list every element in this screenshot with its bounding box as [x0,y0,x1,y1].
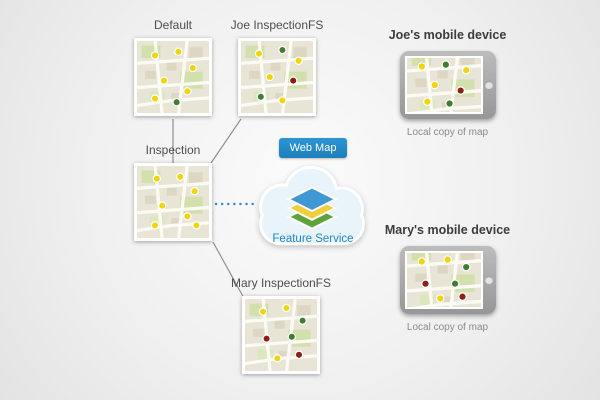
node-joe-inspectionfs: Joe InspectionFS [222,18,332,116]
node-mary-inspectionfs-label: Mary InspectionFS [230,276,332,290]
tablet-joe [399,51,496,119]
node-inspection-label: Inspection [145,143,201,157]
web-map-cloud-group: Web Map Feature Service [248,138,378,258]
home-button-icon [484,276,493,284]
map-thumbnail-mary-inspectionfs [242,296,320,374]
device-mary-title: Mary's mobile device [384,223,511,237]
feature-service-label: Feature Service [272,233,354,245]
node-default: Default [118,18,228,116]
device-group-joe: Joe's mobile device Local copy of map [385,28,510,138]
node-mary-inspectionfs: Mary InspectionFS [226,276,336,374]
map-thumbnail-mary-device [407,253,481,307]
node-inspection: Inspection [118,143,228,241]
device-group-mary: Mary's mobile device Local copy of map [385,223,510,333]
device-joe-title: Joe's mobile device [388,28,507,42]
cloud-icon [259,165,365,246]
map-thumbnail-joe-device [407,58,481,112]
tablet-joe-screen [404,56,483,114]
device-mary-caption: Local copy of map [406,322,489,333]
web-map-badge: Web Map [278,138,348,158]
map-thumbnail-joe-inspectionfs [238,38,316,116]
tablet-mary-screen [404,251,483,309]
device-joe-caption: Local copy of map [406,127,489,138]
map-thumbnail-default [134,38,212,116]
node-default-label: Default [153,18,193,32]
map-thumbnail-inspection [134,163,212,241]
home-button-icon [484,81,493,89]
layers-icon [286,186,338,230]
tablet-mary [399,246,496,314]
node-joe-inspectionfs-label: Joe InspectionFS [230,18,324,32]
